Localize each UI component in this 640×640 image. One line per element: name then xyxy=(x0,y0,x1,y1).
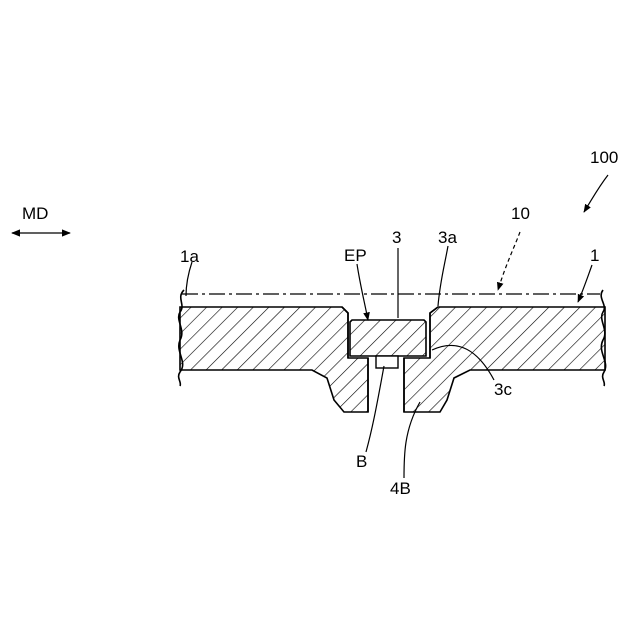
leader-10 xyxy=(498,232,520,290)
label-3a: 3a xyxy=(438,228,457,247)
leader-3a xyxy=(438,246,448,306)
label-4B: 4B xyxy=(390,479,411,498)
label-3: 3 xyxy=(392,228,401,247)
leader-4B xyxy=(404,402,420,478)
leader-1 xyxy=(578,265,592,302)
label-1a: 1a xyxy=(180,247,199,266)
label-MD: MD xyxy=(22,204,48,223)
leader-EP xyxy=(357,264,368,320)
label-1: 1 xyxy=(590,246,599,265)
label-100: 100 xyxy=(590,148,618,167)
leader-100 xyxy=(584,175,608,212)
leader-1a xyxy=(186,262,192,296)
base-plate xyxy=(180,307,368,412)
label-3c: 3c xyxy=(494,380,512,399)
label-EP: EP xyxy=(344,246,367,265)
label-10: 10 xyxy=(511,204,530,223)
label-B: B xyxy=(356,452,367,471)
insert-block xyxy=(350,320,426,356)
bore-stub xyxy=(376,356,398,368)
